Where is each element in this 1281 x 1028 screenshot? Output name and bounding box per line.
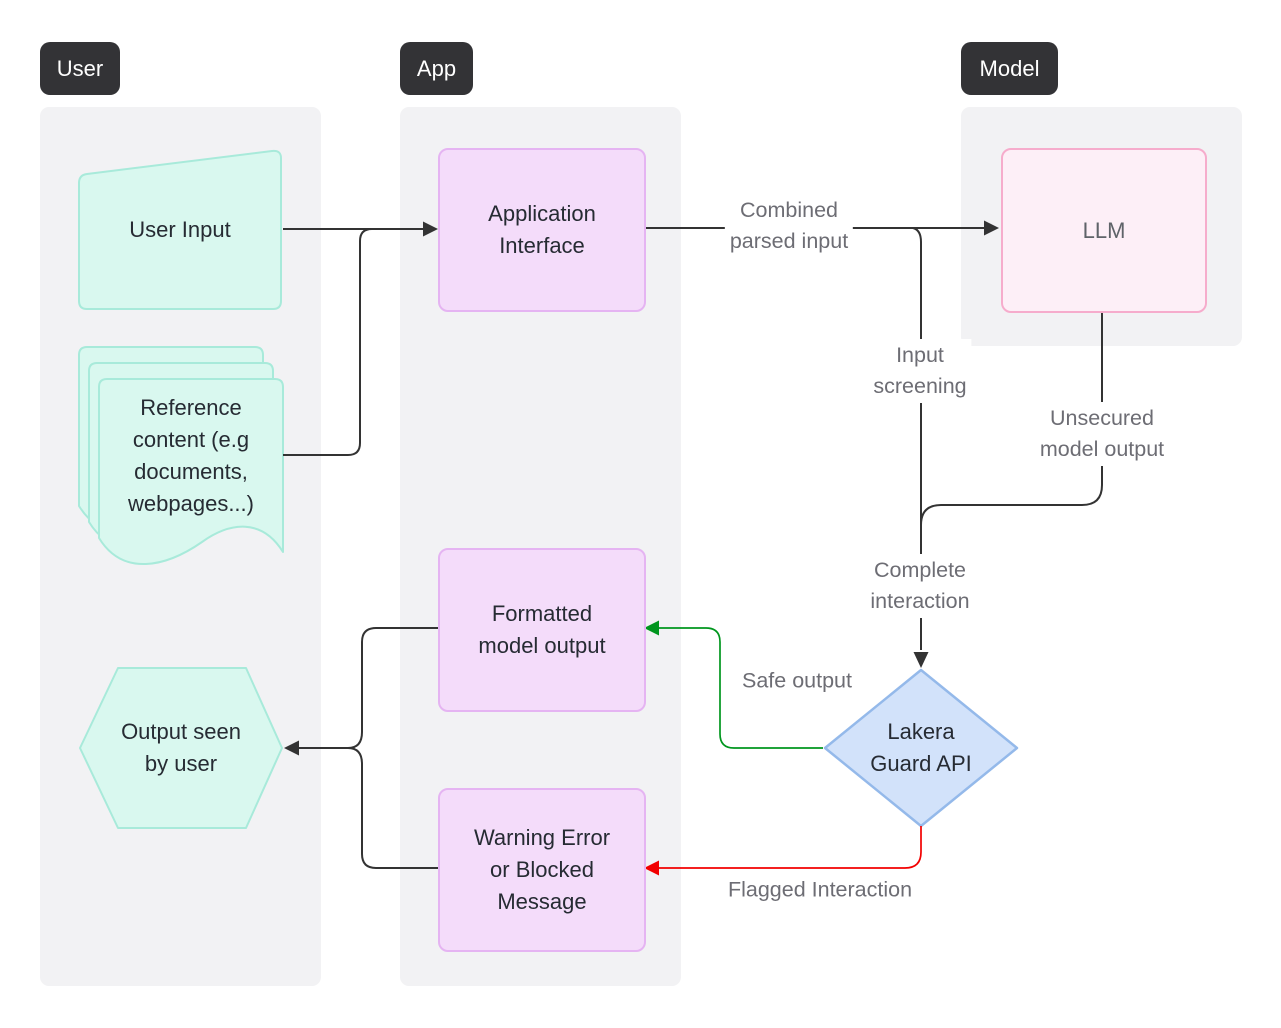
lane-badge-app-label: App <box>416 55 457 81</box>
lane-badge-user: User <box>40 42 120 95</box>
formatted-output-line2: model output <box>478 633 606 658</box>
combined-line2: parsed input <box>729 229 849 253</box>
edge-safe-output <box>658 627 823 749</box>
edge-label-input-screening: Input screening <box>868 339 972 403</box>
application-interface-line1: Application <box>488 201 596 226</box>
formatted-output-line1: Formatted <box>491 601 593 626</box>
edge-formatted-to-user <box>298 627 438 749</box>
unsecured-line1: Unsecured <box>1050 406 1154 430</box>
edge-reference-to-app <box>283 228 424 456</box>
node-formatted-model-output: Formatted model output <box>438 548 646 712</box>
lane-badge-user-label: User <box>56 55 104 81</box>
arrowhead-into-llm <box>984 220 999 236</box>
warning-line3: Message <box>497 889 587 914</box>
application-interface-line2: Interface <box>499 233 585 258</box>
arrowhead-into-diamond <box>913 652 929 668</box>
node-llm: LLM <box>1001 148 1207 313</box>
lane-badge-app: App <box>400 42 473 95</box>
combined-line1: Combined <box>740 198 838 222</box>
arrowhead-into-app-interface <box>423 221 438 237</box>
edge-warning-to-user <box>347 747 438 869</box>
lane-badge-model-label: Model <box>979 55 1040 81</box>
complete-line2: interaction <box>870 589 970 613</box>
flagged-interaction-text: Flagged Interaction <box>727 877 913 902</box>
warning-line1: Warning Error <box>473 825 611 850</box>
node-application-interface: Application Interface <box>438 148 646 312</box>
unsecured-line2: model output <box>1039 437 1165 461</box>
llm-label: LLM <box>1082 217 1126 243</box>
input-screening-line2: screening <box>873 374 967 398</box>
edge-label-combined-parsed-input: Combined parsed input <box>724 194 854 258</box>
arrowhead-safe-output <box>644 620 659 636</box>
input-screening-line1: Input <box>896 343 944 367</box>
reference-content-shape <box>78 346 284 565</box>
complete-line1: Complete <box>873 558 967 582</box>
lane-badge-model: Model <box>961 42 1058 95</box>
user-input-shape <box>78 149 282 310</box>
edge-label-safe-output: Safe output <box>737 664 857 698</box>
warning-line2: or Blocked <box>490 857 594 882</box>
safe-output-text: Safe output <box>742 668 852 693</box>
arrowhead-flagged <box>644 860 659 876</box>
node-warning-message: Warning Error or Blocked Message <box>438 788 646 952</box>
edge-label-complete-interaction: Complete interaction <box>865 554 975 618</box>
edge-llm-unsecured-output <box>920 310 1103 526</box>
edge-flagged-interaction <box>658 826 922 869</box>
edge-label-unsecured-model-output: Unsecured model output <box>1034 402 1170 466</box>
arrowhead-into-hexagon <box>284 740 299 756</box>
output-seen-hexagon <box>79 667 283 829</box>
edge-label-flagged-interaction: Flagged Interaction <box>722 873 918 907</box>
edge-input-screening <box>912 227 922 650</box>
reference-doc-front <box>98 378 284 565</box>
